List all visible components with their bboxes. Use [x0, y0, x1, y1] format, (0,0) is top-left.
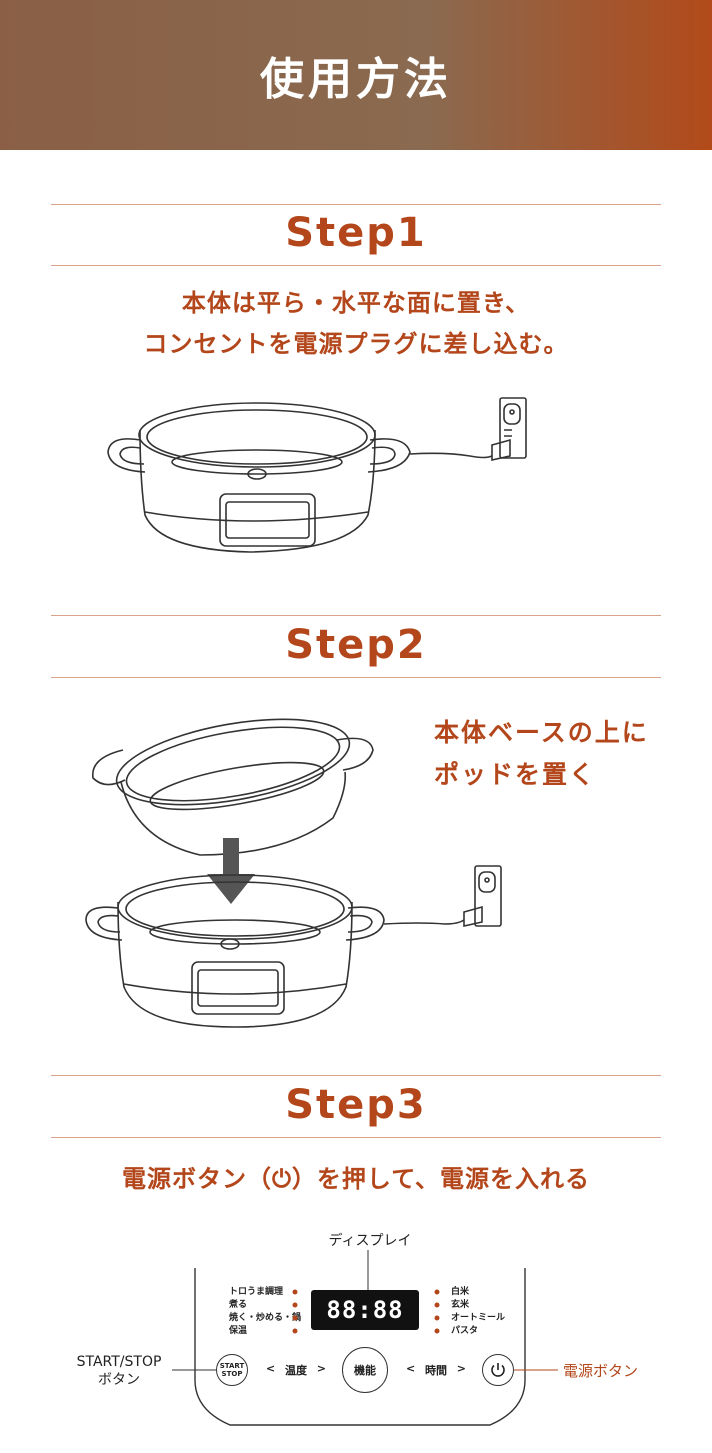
time-label: 時間: [425, 1364, 447, 1377]
power-button-callout: 電源ボタン: [563, 1362, 639, 1380]
chevron-right-icon[interactable]: >: [456, 1362, 466, 1375]
header-banner: 使用方法: [0, 0, 712, 150]
divider: [51, 265, 661, 266]
mode-label: 焼く・炒める・鍋: [229, 1313, 302, 1323]
mode-label: 白米: [451, 1287, 470, 1297]
step2-pot-illustration: [92, 718, 374, 856]
step3-instruction: 電源ボタン（⏻）を押して、電源を入れる: [121, 1165, 591, 1193]
right-mode-list: 白米 玄米 オートミール パスタ: [451, 1286, 521, 1338]
divider: [51, 1137, 661, 1138]
step2-title: Step2: [285, 622, 427, 668]
mode-label: 保温: [229, 1326, 248, 1336]
digital-display: 88:88: [311, 1290, 419, 1330]
left-indicator-dots: [292, 1289, 298, 1334]
right-indicator-dots: [434, 1289, 440, 1334]
temp-label: 温度: [285, 1364, 307, 1377]
chevron-right-icon[interactable]: >: [316, 1362, 326, 1375]
step1-title: Step1: [285, 210, 427, 256]
step1-cooker-illustration: [107, 397, 527, 553]
start-stop-callout-line1: START/STOP: [76, 1354, 162, 1370]
step2-base-illustration: [85, 865, 502, 1028]
start-label: START: [219, 1362, 245, 1370]
temp-control[interactable]: < 温度 >: [266, 1362, 326, 1378]
control-panel-outline: [194, 1250, 526, 1426]
divider: [51, 615, 661, 616]
start-stop-button[interactable]: START STOP: [216, 1354, 248, 1386]
display-digits: 88:88: [326, 1296, 404, 1324]
left-mode-list: トロうま調理 煮る 焼く・炒める・鍋 保温: [229, 1286, 302, 1338]
time-control[interactable]: < 時間 >: [406, 1362, 466, 1378]
start-stop-callout: START/STOP ボタン: [60, 1353, 178, 1389]
function-label: 機能: [354, 1364, 376, 1377]
divider: [51, 204, 661, 205]
display-callout-label: ディスプレイ: [328, 1233, 412, 1249]
mode-label: パスタ: [451, 1326, 479, 1336]
step3-title: Step3: [285, 1082, 427, 1128]
mode-label: トロうま調理: [229, 1287, 284, 1297]
divider: [51, 677, 661, 678]
page-title: 使用方法: [260, 54, 452, 105]
power-icon: [491, 1363, 505, 1377]
mode-label: オートミール: [451, 1313, 506, 1323]
chevron-left-icon[interactable]: <: [266, 1362, 276, 1375]
step2-instruction-line1: 本体ベースの上に: [434, 718, 649, 747]
function-button[interactable]: 機能: [342, 1347, 388, 1393]
power-button[interactable]: [482, 1354, 514, 1386]
chevron-left-icon[interactable]: <: [406, 1362, 416, 1375]
step2-instruction-line2: ポッドを置く: [434, 760, 597, 789]
step1-instruction-line2: コンセントを電源プラグに差し込む。: [143, 330, 569, 358]
mode-label: 玄米: [451, 1300, 470, 1310]
step1-instruction-line1: 本体は平ら・水平な面に置き、: [181, 289, 531, 317]
mode-label: 煮る: [229, 1300, 248, 1310]
stop-label: STOP: [221, 1370, 243, 1378]
start-stop-callout-line2: ボタン: [98, 1372, 140, 1388]
divider: [51, 1075, 661, 1076]
